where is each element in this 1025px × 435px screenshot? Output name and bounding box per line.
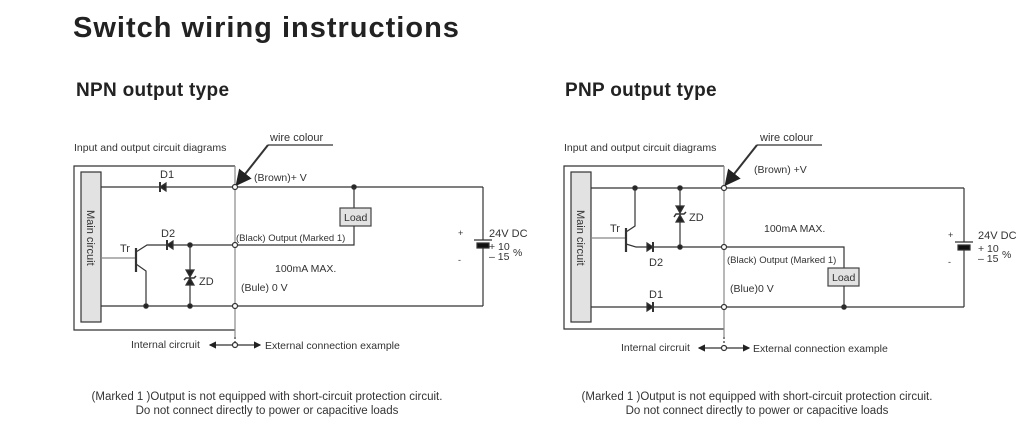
pnp-note-line2: Do not connect directly to power or capa…: [625, 405, 889, 417]
npn-d2-diode-icon: [165, 239, 174, 251]
page-title: Switch wiring instructions: [73, 12, 460, 44]
pnp-transistor-emitter: [625, 243, 646, 248]
pnp-d2-label: D2: [649, 257, 663, 269]
pnp-diagram-label: Input and output circuit diagrams: [564, 142, 716, 154]
npn-battery-minus-plate: [476, 242, 490, 249]
pnp-diagram: Input and output circuit diagrams wire c…: [563, 132, 1017, 355]
pnp-terminal-blue: [720, 303, 728, 311]
npn-heading: NPN output type: [76, 80, 230, 101]
pnp-load-label: Load: [832, 272, 856, 284]
npn-d2-label: D2: [161, 228, 175, 240]
pnp-d1-label: D1: [649, 289, 663, 301]
npn-supply-label: 24V DC: [489, 228, 528, 240]
npn-plus-sign: +: [458, 228, 463, 238]
npn-transistor-collector: [135, 244, 161, 253]
npn-main-circuit-label: Main circuit: [84, 210, 96, 266]
pnp-external-label: External connection example: [753, 343, 888, 355]
npn-load-to-output: [238, 226, 355, 246]
npn-zd-label: ZD: [199, 276, 214, 288]
pnp-main-circuit-box: [570, 171, 592, 323]
pnp-zd-bar: [673, 211, 687, 218]
npn-diagram: Input and output circuit diagrams wire c…: [73, 132, 528, 352]
pnp-percent: %: [1002, 249, 1011, 261]
pnp-brown-label: (Brown) +V: [754, 164, 807, 176]
pnp-main-circuit-label: Main circuit: [574, 210, 586, 266]
pnp-current-label: 100mA MAX.: [764, 223, 825, 235]
pnp-output-to-load: [727, 246, 845, 268]
pnp-d2-diode-icon: [646, 241, 655, 253]
npn-tol-minus: – 15: [489, 251, 510, 263]
pnp-plus-sign: +: [948, 230, 953, 240]
pnp-supply-label: 24V DC: [978, 230, 1017, 242]
npn-blue-label: (Bule) 0 V: [241, 282, 288, 294]
npn-transistor-emitter: [135, 263, 147, 306]
npn-terminal-brown: [231, 183, 239, 191]
pnp-zd-lower-icon: [674, 213, 686, 223]
npn-black-label: (Black) Output (Marked 1): [236, 233, 345, 244]
npn-zd-lower-icon: [184, 276, 196, 286]
npn-internal-box: [73, 165, 235, 331]
npn-external-label: External connection example: [265, 340, 400, 352]
npn-terminal-black: [231, 241, 239, 249]
pnp-minus-sign: -: [948, 257, 951, 267]
pnp-d1-diode-icon: [646, 301, 655, 313]
npn-wire-arrow: [235, 144, 269, 187]
npn-node-emitter: [143, 303, 149, 309]
npn-zd-upper-icon: [184, 269, 196, 279]
npn-brown-label: (Brown)+ V: [254, 172, 307, 184]
npn-internal-label: Internal circruit: [131, 339, 200, 351]
npn-diagram-label: Input and output circuit diagrams: [74, 142, 226, 154]
pnp-zd-label: ZD: [689, 212, 704, 224]
pnp-note: (Marked 1 )Output is not equipped with s…: [562, 390, 952, 418]
pnp-note-line1: (Marked 1 )Output is not equipped with s…: [581, 391, 933, 403]
npn-node-zd-bottom: [187, 303, 193, 309]
pnp-legend-terminal: [720, 344, 728, 352]
npn-main-circuit-box: [80, 171, 102, 323]
pnp-black-label: (Black) Output (Marked 1): [727, 255, 836, 266]
npn-d1-label: D1: [160, 169, 174, 181]
npn-zd-bar: [183, 275, 197, 281]
pnp-terminal-black: [720, 243, 728, 251]
pnp-internal-box: [563, 165, 724, 330]
npn-tol-plus: + 10: [489, 241, 510, 253]
pnp-tol-minus: – 15: [978, 253, 999, 265]
pnp-blue-label: (Blue)0 V: [730, 283, 774, 295]
pnp-internal-label: Internal circruit: [621, 342, 690, 354]
npn-note-line2: Do not connect directly to power or capa…: [135, 405, 399, 417]
pnp-wire-colour-label: wire colour: [759, 132, 814, 144]
pnp-node-zd-bottom: [677, 244, 683, 250]
npn-wire-colour-label: wire colour: [269, 132, 324, 144]
npn-tr-label: Tr: [120, 243, 130, 255]
npn-minus-sign: -: [458, 255, 461, 265]
pnp-wire-arrow: [724, 144, 758, 187]
pnp-heading: PNP output type: [565, 80, 717, 101]
npn-terminal-blue: [231, 302, 239, 310]
pnp-zd-upper-icon: [674, 205, 686, 215]
npn-d1-diode-icon: [158, 181, 167, 193]
npn-percent: %: [513, 247, 522, 259]
npn-note-line1: (Marked 1 )Output is not equipped with s…: [91, 391, 443, 403]
pnp-terminal-brown: [720, 184, 728, 192]
npn-note: (Marked 1 )Output is not equipped with s…: [72, 390, 462, 418]
pnp-transistor-collector: [625, 188, 636, 233]
npn-load-label: Load: [344, 212, 368, 224]
pnp-tr-label: Tr: [610, 223, 620, 235]
npn-current-label: 100mA MAX.: [275, 263, 336, 275]
npn-load-box: [339, 207, 372, 227]
pnp-tol-plus: + 10: [978, 243, 999, 255]
pnp-battery-minus-plate: [957, 244, 971, 251]
npn-legend-terminal: [231, 341, 239, 349]
